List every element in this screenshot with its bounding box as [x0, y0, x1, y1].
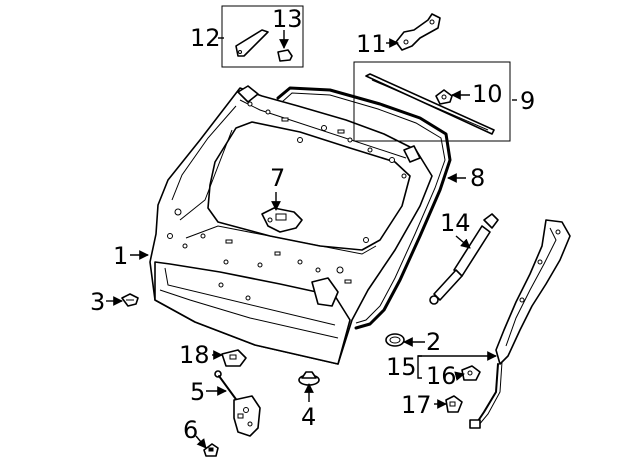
garnish-box — [221, 5, 304, 68]
spoiler — [365, 73, 495, 135]
spoiler-clip — [435, 89, 453, 105]
callout-17: 17 — [401, 391, 432, 419]
side-trim-panel — [495, 219, 571, 365]
latch-cover — [221, 349, 247, 367]
callout-11: 11 — [356, 30, 387, 58]
latch-assembly — [214, 370, 261, 437]
spoiler-box — [353, 61, 511, 142]
callout-18: 18 — [179, 341, 210, 369]
handle-switch — [261, 207, 303, 233]
callout-4: 4 — [301, 403, 316, 431]
callout-8: 8 — [470, 164, 485, 192]
callout-16: 16 — [426, 362, 457, 390]
callout-5: 5 — [190, 378, 205, 406]
harness-connector — [445, 395, 463, 413]
stopper — [298, 371, 320, 386]
callout-13: 13 — [272, 5, 303, 33]
callout-15: 15 — [386, 353, 417, 381]
harness-grommet — [461, 365, 481, 381]
wiring-harness — [469, 361, 503, 429]
callout-1: 1 — [113, 242, 128, 270]
bolt — [121, 293, 139, 307]
leader-lines — [106, 30, 517, 449]
garnish-strip — [235, 29, 269, 57]
support-strut — [429, 213, 499, 305]
callout-2: 2 — [426, 328, 441, 356]
callout-6: 6 — [183, 416, 198, 444]
callout-3: 3 — [90, 288, 105, 316]
garnish-clip — [277, 49, 293, 62]
callout-7: 7 — [270, 164, 285, 192]
hinge — [395, 13, 441, 51]
callout-14: 14 — [440, 209, 471, 237]
callout-12: 12 — [190, 24, 221, 52]
callout-10: 10 — [472, 80, 503, 108]
cap — [385, 333, 405, 347]
callout-9: 9 — [520, 87, 535, 115]
weatherstrip — [276, 86, 452, 330]
clip — [203, 443, 219, 457]
